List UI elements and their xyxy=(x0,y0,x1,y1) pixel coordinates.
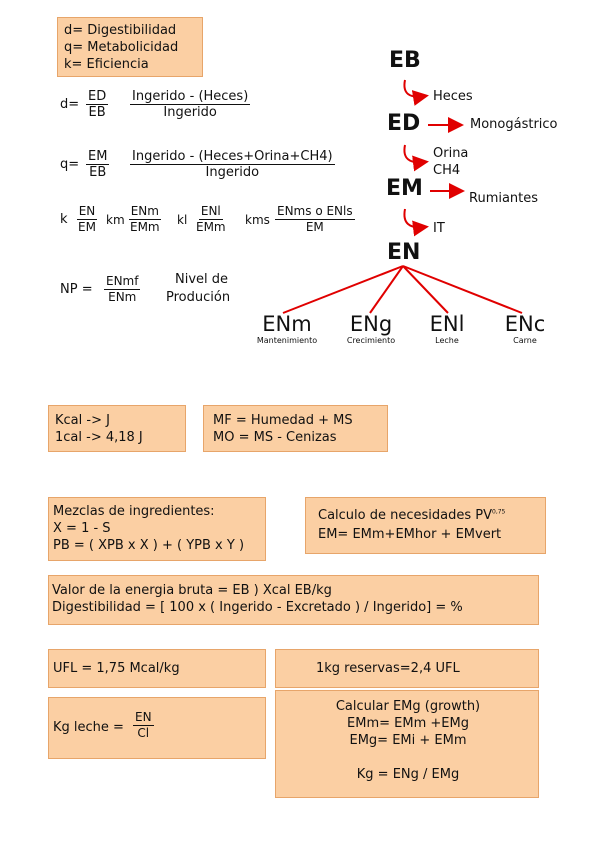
mezclas-line-1: X = 1 - S xyxy=(53,521,111,536)
branch-eng xyxy=(369,265,404,314)
leaf-eng: ENg Crecimiento xyxy=(346,312,396,345)
formula-k-km: km xyxy=(106,213,125,227)
formula-q-expression: Ingerido - (Heces+Orina+CH4)Ingerido xyxy=(130,149,335,180)
units-line-2: 1cal -> 4,18 J xyxy=(55,430,143,445)
node-ed: ED xyxy=(387,111,421,136)
energia-line-1: Valor de la energia bruta = EB ) Xcal EB… xyxy=(52,583,332,598)
definition-q: q= Metabolicidad xyxy=(64,40,179,55)
reservas-box: 1kg reservas=2,4 UFL xyxy=(275,649,539,688)
arrow-heces xyxy=(403,79,429,106)
branch-enc xyxy=(402,265,523,314)
formula-k-k: k xyxy=(60,212,68,227)
formula-np-note-2: Produción xyxy=(166,290,231,305)
emg-box: Calcular EMg (growth) EMm= EMm +EMg EMg=… xyxy=(275,690,539,798)
emg-line-3: Kg = ENg / EMg xyxy=(356,767,460,782)
emg-line-1: EMm= EMm +EMg xyxy=(347,716,469,731)
leaf-enc: ENc Carne xyxy=(504,312,546,345)
node-en: EN xyxy=(387,240,421,265)
leche-lhs: Kg leche = xyxy=(53,720,124,735)
ufl-text: UFL = 1,75 Mcal/kg xyxy=(53,661,180,676)
label-it: IT xyxy=(433,221,445,236)
matter-line-1: MF = Humedad + MS xyxy=(213,413,353,428)
formula-k-kms: kms xyxy=(245,213,270,227)
matter-box: MF = Humedad + MS MO = MS - Cenizas xyxy=(203,405,388,452)
arrow-it xyxy=(403,208,429,237)
formula-q-lhs: q= xyxy=(60,157,80,172)
leaf-enm: ENm Mantenimiento xyxy=(256,312,318,345)
emg-title: Calcular EMg (growth) xyxy=(335,699,481,714)
units-box: Kcal -> J 1cal -> 4,18 J xyxy=(48,405,186,452)
necesidades-box: Calculo de necesidades PV0,75 EM= EMm+EM… xyxy=(305,497,546,554)
definition-k: k= Eficiencia xyxy=(64,57,149,72)
necesidades-line-2: EM= EMm+EMhor + EMvert xyxy=(318,527,502,542)
formula-np-note-1: Nivel de xyxy=(175,272,229,287)
node-em: EM xyxy=(386,176,423,201)
reservas-text: 1kg reservas=2,4 UFL xyxy=(316,661,460,676)
formula-d-expression: Ingerido - (Heces)Ingerido xyxy=(130,89,251,120)
arrow-orina xyxy=(403,144,429,172)
mezclas-title: Mezclas de ingredientes: xyxy=(53,504,215,519)
label-monogastrico: Monogástrico xyxy=(470,117,558,132)
node-eb: EB xyxy=(389,48,421,73)
energia-box: Valor de la energia bruta = EB ) Xcal EB… xyxy=(48,575,539,625)
label-orina: Orina xyxy=(433,146,469,161)
label-heces: Heces xyxy=(433,89,473,104)
branch-enm xyxy=(282,265,404,314)
leaf-enl: ENl Leche xyxy=(429,312,465,345)
ufl-box: UFL = 1,75 Mcal/kg xyxy=(48,649,266,688)
units-line-1: Kcal -> J xyxy=(55,413,110,428)
formula-k-kl: kl xyxy=(177,213,188,227)
label-rumiantes: Rumiantes xyxy=(469,191,539,206)
energia-line-2: Digestibilidad = [ 100 x ( Ingerido - Ex… xyxy=(52,600,463,615)
label-ch4: CH4 xyxy=(433,163,461,178)
definition-d: d= Digestibilidad xyxy=(64,23,177,38)
mezclas-box: Mezclas de ingredientes: X = 1 - S PB = … xyxy=(48,497,266,561)
definitions-box: d= Digestibilidad q= Metabolicidad k= Ef… xyxy=(57,17,203,77)
emg-line-2: EMg= EMi + EMm xyxy=(349,733,467,748)
mezclas-line-2: PB = ( XPB x X ) + ( YPB x Y ) xyxy=(53,538,245,553)
branch-enl xyxy=(402,265,449,314)
formula-np-lhs: NP = xyxy=(60,282,93,297)
formula-d-lhs: d= xyxy=(60,97,80,112)
necesidades-line-1: Calculo de necesidades PV0,75 xyxy=(318,508,506,523)
matter-line-2: MO = MS - Cenizas xyxy=(213,430,337,445)
